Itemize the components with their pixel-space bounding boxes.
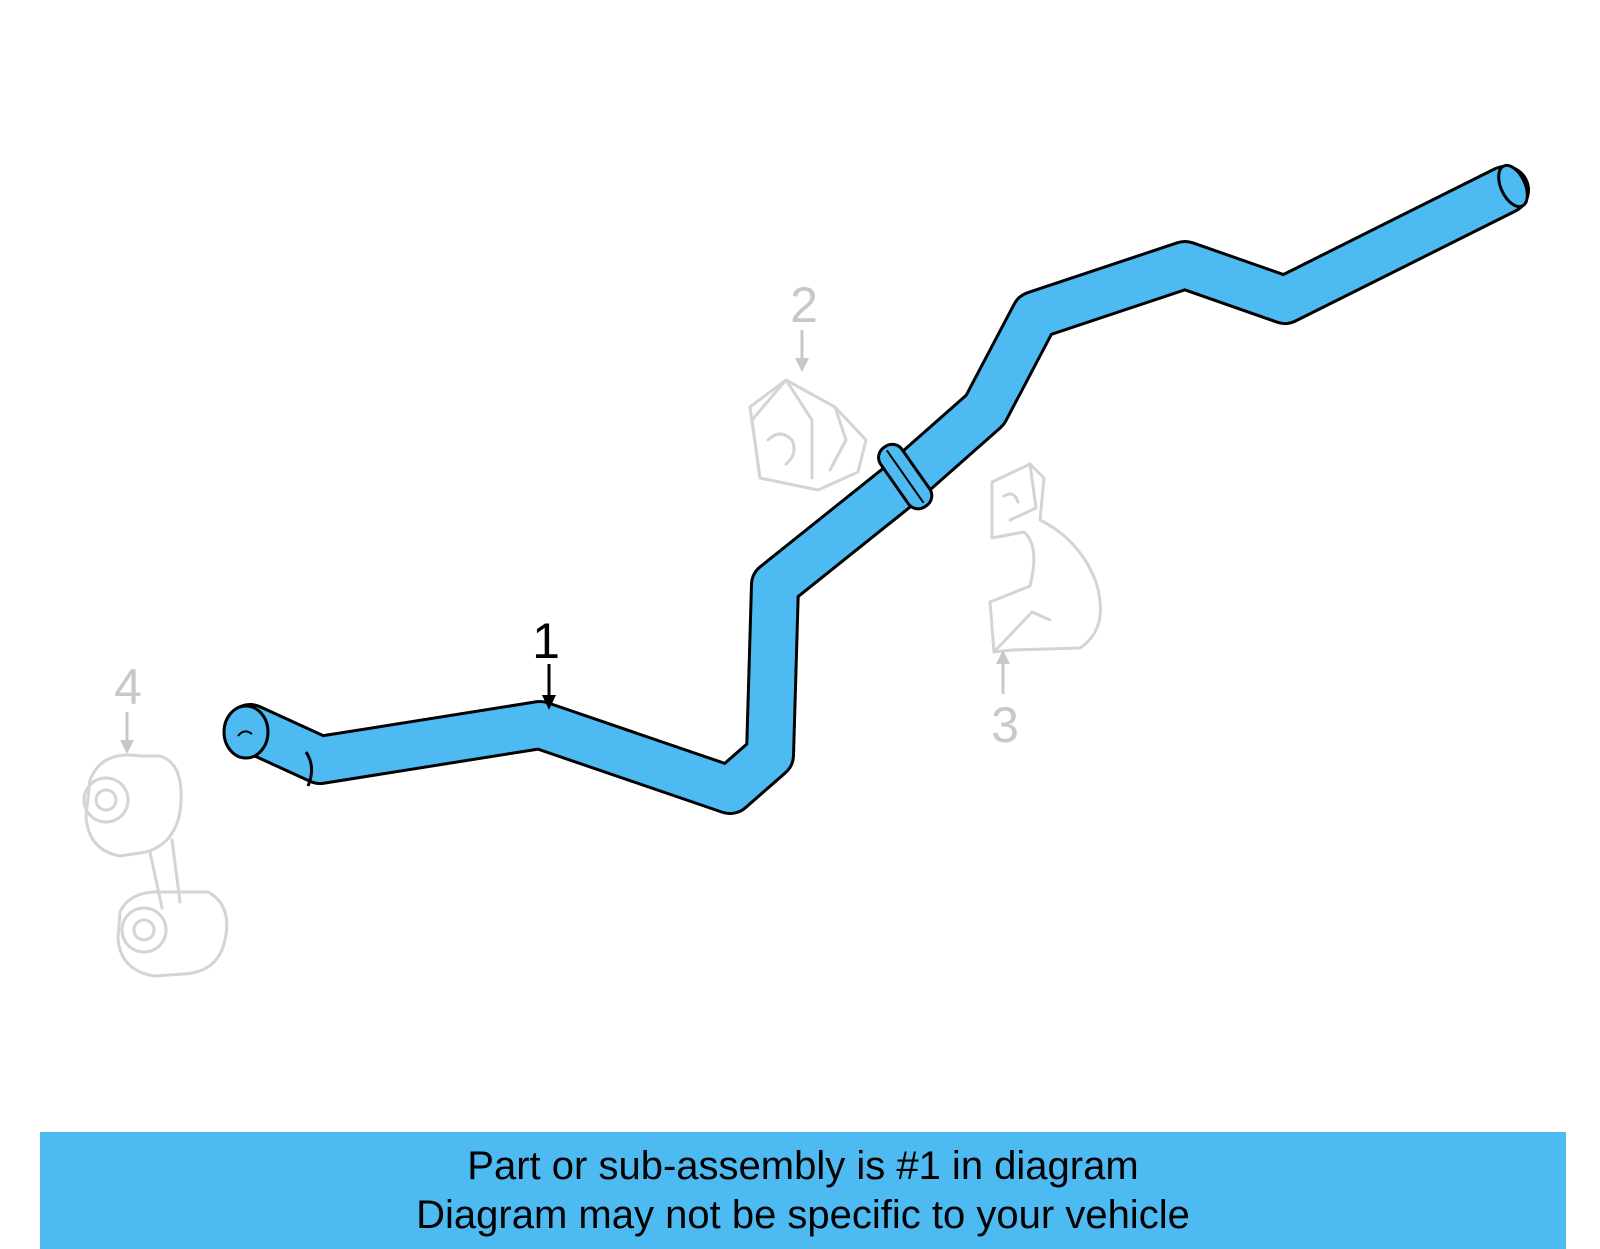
callout-1-label: 1 bbox=[532, 613, 560, 669]
bar-end-flat bbox=[304, 751, 313, 787]
notice-banner: Part or sub-assembly is #1 in diagram Di… bbox=[40, 1132, 1566, 1249]
callout-3-arrowhead bbox=[996, 650, 1010, 664]
callout-2[interactable]: 2 bbox=[790, 277, 818, 372]
bar-end-right bbox=[1497, 163, 1529, 209]
stabilizer-bar bbox=[222, 163, 1530, 815]
callout-3-label: 3 bbox=[991, 697, 1019, 753]
bar-end-hole bbox=[237, 730, 253, 737]
callout-3[interactable]: 3 bbox=[991, 650, 1019, 753]
stabilizer-bar-fill bbox=[228, 168, 1527, 812]
stabilizer-link bbox=[82, 753, 229, 978]
notice-line-1: Part or sub-assembly is #1 in diagram bbox=[467, 1143, 1139, 1188]
notice-line-2: Diagram may not be specific to your vehi… bbox=[416, 1192, 1190, 1237]
callout-2-arrowhead bbox=[795, 358, 809, 372]
bushing bbox=[748, 378, 868, 492]
bar-bushing-ring bbox=[877, 442, 934, 511]
callout-1[interactable]: 1 bbox=[532, 613, 560, 710]
callout-4-label: 4 bbox=[114, 659, 142, 715]
bracket bbox=[988, 462, 1102, 654]
callout-4[interactable]: 4 bbox=[114, 659, 142, 754]
callout-1-arrowhead bbox=[542, 695, 556, 710]
callout-4-arrowhead bbox=[120, 740, 134, 754]
callout-2-label: 2 bbox=[790, 277, 818, 333]
